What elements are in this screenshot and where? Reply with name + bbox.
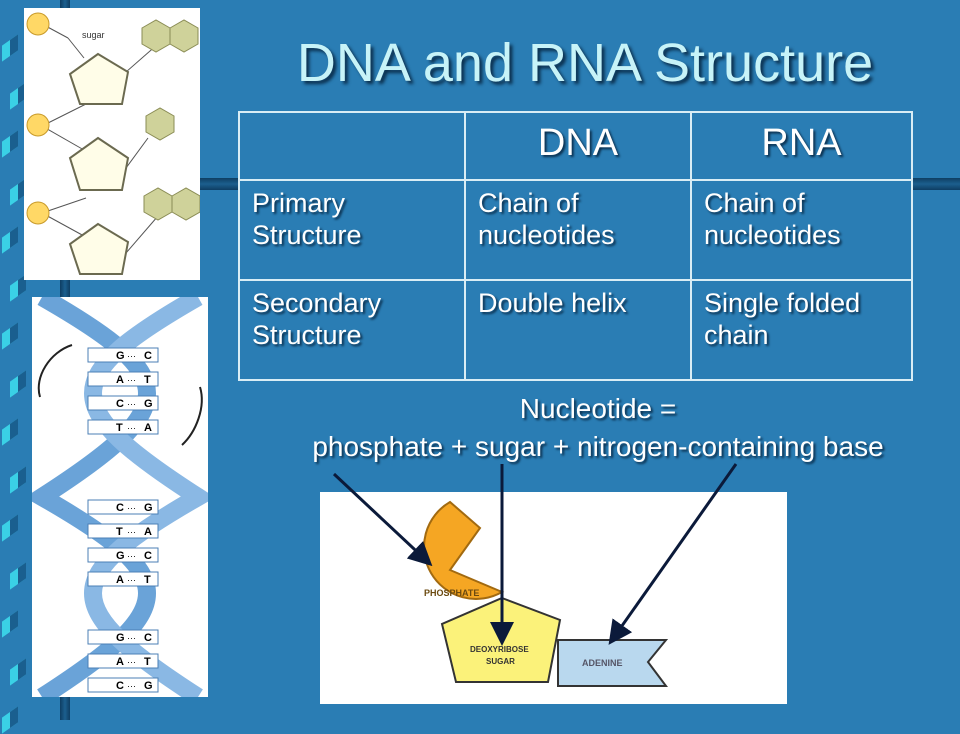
base-pair: C··· G xyxy=(87,395,159,411)
base-pair: A··· T xyxy=(87,371,159,387)
base-letter-right: T xyxy=(144,374,151,386)
decorative-cube xyxy=(10,370,26,398)
base-letter-right: G xyxy=(144,398,153,410)
sugar-label: sugar xyxy=(82,30,105,40)
decorative-cube xyxy=(10,562,26,590)
phosphate-shape xyxy=(423,500,505,600)
base-letter-right: G xyxy=(144,502,153,514)
base-letter-left: T xyxy=(116,422,123,434)
decorative-cube xyxy=(2,34,18,62)
caption-line-1: Nucleotide = xyxy=(519,393,677,424)
table-header-row: DNA RNA xyxy=(238,111,913,181)
hydrogen-bond-dots: ··· xyxy=(127,681,136,691)
base-letter-left: G xyxy=(116,632,125,644)
base-letter-left: C xyxy=(116,680,124,692)
hydrogen-bond-dots: ··· xyxy=(127,423,136,433)
slide-title: DNA and RNA Structure xyxy=(296,33,874,93)
double-helix-svg: G···CA···TC···GT···AC···GT···AG···CA···T… xyxy=(24,289,216,705)
table-row: Secondary Structure Double helix Single … xyxy=(238,279,913,381)
base-letter-left: G xyxy=(116,350,125,362)
base-pair: C··· G xyxy=(87,677,159,693)
caption-line-2: phosphate + sugar + nitrogen-containing … xyxy=(312,431,884,462)
base-letter-right: C xyxy=(144,632,152,644)
nucleotide-caption: Nucleotide = phosphate + sugar + nitroge… xyxy=(240,390,956,466)
base-pair: G··· C xyxy=(87,547,159,563)
decorative-cube xyxy=(2,706,18,734)
decorative-cube xyxy=(10,466,26,494)
nucleotide-diagram-svg: PHOSPHATE DEOXYRIBOSE SUGAR ADENINE xyxy=(423,500,669,687)
phosphate-label: PHOSPHATE xyxy=(424,588,479,598)
sugar-pentagon xyxy=(440,596,562,683)
table-row: Primary Structure Chain of nucleotides C… xyxy=(238,179,913,281)
hydrogen-bond-dots: ··· xyxy=(127,633,136,643)
nucleotide-chain-image: sugar xyxy=(24,8,201,280)
base-pair: T ··· A xyxy=(87,523,159,539)
hydrogen-bond-dots: ··· xyxy=(127,575,136,585)
base-label: ADENINE xyxy=(582,658,623,668)
base-letter-right: C xyxy=(144,350,152,362)
base-pair: A··· T xyxy=(87,571,159,587)
decorative-cube xyxy=(2,322,18,350)
base-letter-right: T xyxy=(144,656,151,668)
hydrogen-bond-dots: ··· xyxy=(127,527,136,537)
base-letter-left: A xyxy=(116,374,124,386)
decorative-cube xyxy=(10,658,26,686)
hydrogen-bond-dots: ··· xyxy=(127,551,136,561)
base-letter-left: A xyxy=(116,574,124,586)
sugar-label-line2: SUGAR xyxy=(486,657,515,666)
base-letter-left: C xyxy=(116,502,124,514)
table-header-rna: RNA xyxy=(690,111,913,181)
base-pair: G··· C xyxy=(87,347,159,363)
decorative-cube xyxy=(2,130,18,158)
decorative-cube xyxy=(2,610,18,638)
base-letter-right: G xyxy=(144,680,153,692)
base-letter-right: C xyxy=(144,550,152,562)
table-header-empty xyxy=(238,111,466,181)
decorative-cube xyxy=(2,514,18,542)
table-header-dna: DNA xyxy=(464,111,692,181)
base-letter-right: T xyxy=(144,574,151,586)
comparison-table: DNA RNA Primary Structure Chain of nucle… xyxy=(238,111,913,381)
hydrogen-bond-dots: ··· xyxy=(127,375,136,385)
base-letter-left: C xyxy=(116,398,124,410)
base-pair: T ··· A xyxy=(87,419,159,435)
nucleotide-diagram-image: PHOSPHATE DEOXYRIBOSE SUGAR ADENINE xyxy=(320,492,787,704)
cell-dna-primary: Chain of nucleotides xyxy=(464,179,692,281)
decorative-cube xyxy=(2,418,18,446)
sugar-label-line1: DEOXYRIBOSE xyxy=(470,645,529,654)
row-label-primary: Primary Structure xyxy=(238,179,466,281)
row-label-secondary: Secondary Structure xyxy=(238,279,466,381)
rotation-arrow-left xyxy=(37,344,73,398)
base-pair: C··· G xyxy=(87,499,159,515)
base-letter-left: G xyxy=(116,550,125,562)
hydrogen-bond-dots: ··· xyxy=(127,657,136,667)
cell-rna-secondary: Single folded chain xyxy=(690,279,913,381)
base-letter-left: A xyxy=(116,656,124,668)
base-pair: A··· T xyxy=(87,653,159,669)
nucleotide-chain-svg: sugar xyxy=(26,12,201,275)
hydrogen-bond-dots: ··· xyxy=(127,351,136,361)
base-letter-left: T xyxy=(116,526,123,538)
hydrogen-bond-dots: ··· xyxy=(127,399,136,409)
decorative-cube xyxy=(2,226,18,254)
base-letter-right: A xyxy=(144,526,152,538)
base-pair: G··· C xyxy=(87,629,159,645)
rotation-arrow-right xyxy=(181,386,203,446)
hydrogen-bond-dots: ··· xyxy=(127,503,136,513)
base-letter-right: A xyxy=(144,422,152,434)
cell-dna-secondary: Double helix xyxy=(464,279,692,381)
cell-rna-primary: Chain of nucleotides xyxy=(690,179,913,281)
